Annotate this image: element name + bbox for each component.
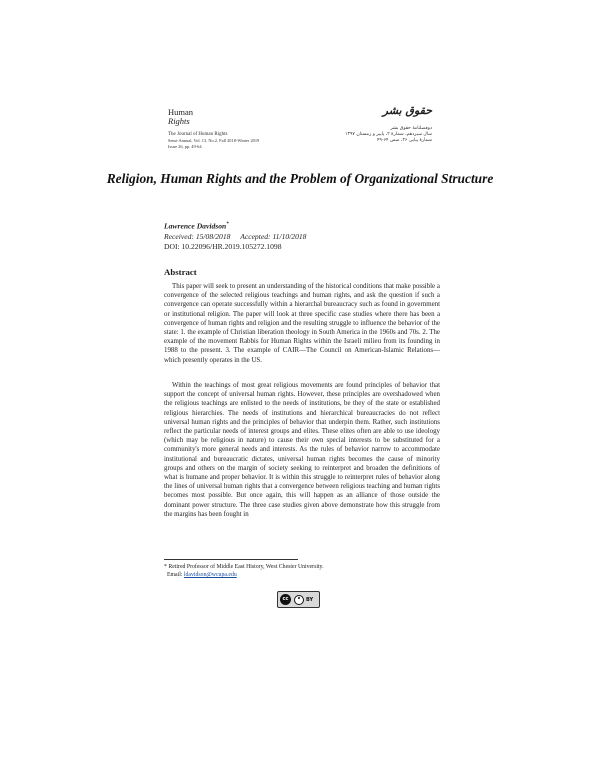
journal-logo-line2: Rights (168, 116, 190, 126)
cc-icon: cc (280, 594, 291, 605)
footnote-email-line: Email: ldavidson@wcupa.edu (164, 571, 324, 579)
accepted-date: Accepted: 11/10/2018 (240, 231, 307, 241)
footnote-text: * Retired Professor of Middle East Histo… (164, 564, 324, 570)
journal-logo-line1: Human (168, 107, 194, 117)
person-icon (294, 594, 304, 605)
author-line: Lawrence Davidson* (164, 220, 314, 232)
abstract-paragraph-1: This paper will seek to present an under… (164, 283, 440, 364)
journal-header-persian: حقوق بشر دوفصلنامهٔ حقوق بشر سال سیزدهم،… (322, 104, 432, 144)
cc-by-label: BY (306, 596, 314, 603)
journal-issue: Issue 26, pp. 49-64 (168, 143, 202, 149)
article-dates: Received: 15/08/2018 Accepted: 11/10/201… (164, 232, 314, 242)
persian-journal-volume: سال سیزدهم، شمارهٔ ۲، پاییز و زمستان ۱۳۹… (345, 132, 432, 137)
journal-header-english: Human Rights The Journal of Human Rights… (168, 108, 288, 149)
journal-logo-persian: حقوق بشر (382, 104, 432, 117)
persian-journal-issue: شمارهٔ پیاپی ۲۶، صص ۶۴-۴۹ (376, 138, 432, 143)
doi: DOI: 10.22096/HR.2019.105272.1098 (164, 241, 282, 251)
abstract-heading: Abstract (164, 267, 197, 277)
persian-journal-name: دوفصلنامهٔ حقوق بشر (390, 126, 432, 131)
cc-by-group: BY (294, 594, 314, 605)
abstract-paragraph-2: Within the teachings of most great relig… (164, 382, 440, 518)
journal-name: The Journal of Human Rights (168, 132, 228, 137)
journal-volume: Semi-Annual, Vol. 13, No.2, Fall 2018-Wi… (168, 138, 260, 143)
author-footnote-mark: * (226, 222, 229, 227)
creative-commons-badge[interactable]: cc BY (277, 591, 320, 608)
received-date: Received: 15/08/2018 (164, 231, 231, 241)
footnote-divider (164, 559, 298, 560)
email-label: Email: (167, 572, 183, 579)
email-link[interactable]: ldavidson@wcupa.edu (183, 572, 237, 579)
author-name: Lawrence Davidson (164, 221, 227, 231)
article-meta: Lawrence Davidson* Received: 15/08/2018 … (164, 220, 314, 252)
article-title: Religion, Human Rights and the Problem o… (106, 171, 494, 186)
footnote: * Retired Professor of Middle East Histo… (164, 563, 324, 580)
